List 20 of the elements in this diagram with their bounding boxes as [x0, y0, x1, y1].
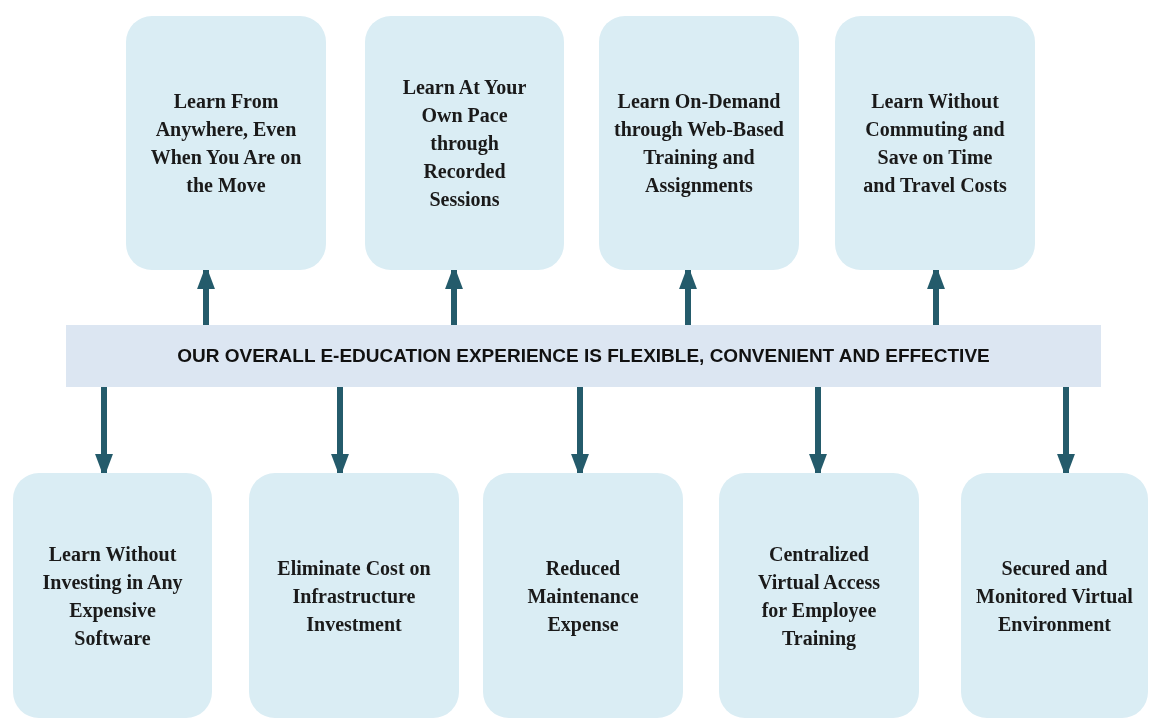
- benefit-text: Learn At Your Own Pace through Recorded Sessions: [401, 75, 528, 212]
- banner: [66, 325, 1101, 387]
- benefit-text: Learn On-Demand through Web-Based Training and Assignments: [613, 89, 785, 199]
- benefit-text: Secured and Monitored Virtual Environment: [975, 555, 1134, 637]
- benefit-text: Eliminate Cost on Infrastructure Investment: [276, 555, 432, 637]
- benefit-text: Centralized Virtual Access for Employee Training: [757, 541, 881, 652]
- benefit-text: Learn Without Investing in Any Expensive Software: [41, 541, 184, 651]
- benefit-card: [599, 16, 799, 270]
- benefit-card: [719, 473, 919, 718]
- benefit-card: [13, 473, 212, 718]
- benefit-text: Learn Without Commuting and Save on Time and Travel Costs: [862, 89, 1008, 198]
- benefit-text: Learn From Anywhere, Even When You Are on the Move: [149, 89, 303, 198]
- benefit-card: [835, 16, 1035, 270]
- benefit-card: [126, 16, 326, 270]
- benefit-card: [483, 473, 683, 718]
- benefit-card: [365, 16, 564, 270]
- benefit-card: [961, 473, 1148, 718]
- banner-title: OUR OVERALL E-EDUCATION EXPERIENCE IS FLEXIBLE, CONVENIENT AND EFFECTIVE: [177, 345, 990, 367]
- benefit-card: [249, 473, 459, 718]
- benefit-text: Reduced Maintenance Expense: [526, 555, 640, 638]
